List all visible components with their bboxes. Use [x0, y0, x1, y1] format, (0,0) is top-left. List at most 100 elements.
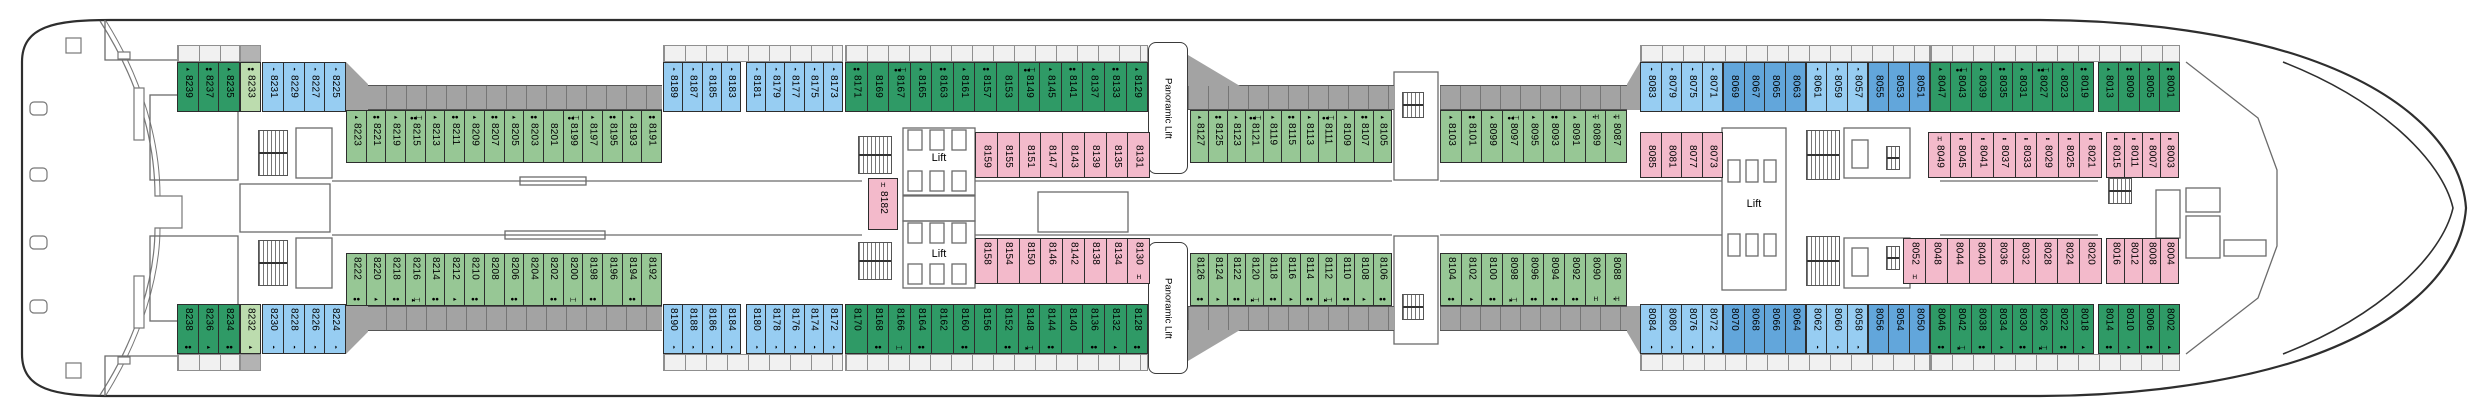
cabin-8031[interactable]: ▸8031: [2011, 63, 2032, 111]
cabin-8211[interactable]: ●●8211: [444, 111, 464, 162]
cabin-8121[interactable]: ●●⌶8121: [1244, 111, 1263, 162]
cabin-8151[interactable]: 8151: [1018, 133, 1041, 177]
cabin-8042[interactable]: 8042▸⌶: [1950, 305, 1970, 353]
cabin-8024[interactable]: 8024: [2057, 239, 2079, 283]
cabin-8128[interactable]: 8128●●: [1125, 305, 1148, 353]
cabin-8019[interactable]: ●●8019: [2072, 63, 2093, 111]
cabin-8059[interactable]: ◑8059: [1826, 63, 1846, 111]
cabin-8213[interactable]: ▸8213: [424, 111, 445, 162]
cabin-8098[interactable]: 8098▸⌶: [1502, 254, 1523, 305]
cabin-8073[interactable]: 8073: [1701, 133, 1723, 177]
cabin-8045[interactable]: ▪▪8045: [1949, 133, 1972, 177]
cabin-8114[interactable]: 8114●●: [1299, 254, 1318, 305]
cabin-8006[interactable]: 8006●●: [2138, 305, 2159, 353]
cabin-8007[interactable]: ▪▪8007: [2142, 133, 2160, 177]
cabin-8199[interactable]: ●●⌶8199: [562, 111, 583, 162]
cabin-8161[interactable]: ▸8161: [952, 63, 975, 111]
cabin-8084[interactable]: 8084◑: [1641, 305, 1661, 353]
cabin-8056[interactable]: 8056: [1869, 305, 1888, 353]
cabin-8239[interactable]: ▸8239: [178, 63, 198, 111]
cabin-8062[interactable]: 8062◑: [1807, 305, 1826, 353]
cabin-8103[interactable]: ▸8103: [1441, 111, 1461, 162]
cabin-8160[interactable]: 8160●●: [952, 305, 975, 353]
cabin-8229[interactable]: ◑8229: [282, 63, 304, 111]
cabin-8216[interactable]: 8216▸⌶: [405, 254, 425, 305]
cabin-8194[interactable]: 8194●●: [621, 254, 642, 305]
cabin-8214[interactable]: 8214●●: [424, 254, 445, 305]
cabin-8167[interactable]: ●●⌶8167: [888, 63, 910, 111]
cabin-8139[interactable]: 8139: [1083, 133, 1106, 177]
cabin-8051[interactable]: 8051: [1908, 63, 1929, 111]
cabin-8159[interactable]: 8159: [976, 133, 997, 177]
cabin-8035[interactable]: ●●8035: [1991, 63, 2011, 111]
cabin-8171[interactable]: ●●8171: [846, 63, 867, 111]
cabin-8184[interactable]: 8184◑: [720, 305, 740, 353]
cabin-8174[interactable]: 8174◑: [803, 305, 823, 353]
cabin-8104[interactable]: 8104●●: [1441, 254, 1461, 305]
cabin-8116[interactable]: 8116▸: [1281, 254, 1299, 305]
cabin-8076[interactable]: 8076◑: [1681, 305, 1702, 353]
cabin-8097[interactable]: ●●⌶8097: [1502, 111, 1523, 162]
cabin-8146[interactable]: 8146: [1040, 239, 1062, 283]
cabin-8190[interactable]: 8190◑: [664, 305, 682, 353]
cabin-8219[interactable]: ▸8219: [385, 111, 405, 162]
cabin-8206[interactable]: 8206●●: [503, 254, 524, 305]
cabin-8061[interactable]: ◑8061: [1807, 63, 1826, 111]
cabin-8127[interactable]: ▸8127: [1191, 111, 1208, 162]
cabin-8072[interactable]: 8072◑: [1701, 305, 1723, 353]
cabin-8011[interactable]: ▪▪8011: [2124, 133, 2142, 177]
cabin-8095[interactable]: ▸8095: [1522, 111, 1544, 162]
cabin-8147[interactable]: 8147: [1040, 133, 1062, 177]
cabin-8070[interactable]: 8070: [1724, 305, 1744, 353]
cabin-8144[interactable]: 8144●●: [1039, 305, 1061, 353]
cabin-8135[interactable]: 8135: [1105, 133, 1128, 177]
cabin-8122[interactable]: 8122●●: [1226, 254, 1245, 305]
cabin-8218[interactable]: 8218●●: [385, 254, 405, 305]
cabin-8001[interactable]: ●●8001: [2158, 63, 2179, 111]
cabin-8021[interactable]: ▪▪8021: [2079, 133, 2101, 177]
cabin-8228[interactable]: 8228◑: [282, 305, 304, 353]
cabin-8207[interactable]: ●●8207: [483, 111, 504, 162]
cabin-8079[interactable]: ◑8079: [1660, 63, 1682, 111]
cabin-8023[interactable]: ▸8023: [2052, 63, 2072, 111]
cabin-8044[interactable]: 8044: [1947, 239, 1969, 283]
cabin-8232[interactable]: 8232▸: [241, 305, 260, 353]
cabin-8064[interactable]: 8064: [1784, 305, 1806, 353]
cabin-8225[interactable]: ◑8225: [324, 63, 345, 111]
cabin-8191[interactable]: ●●8191: [641, 111, 661, 162]
cabin-8180[interactable]: 8180◑: [747, 305, 765, 353]
cabin-8227[interactable]: ◑8227: [303, 63, 325, 111]
cabin-8054[interactable]: 8054: [1888, 305, 1908, 353]
cabin-8004[interactable]: 8004: [2160, 239, 2178, 283]
cabin-8238[interactable]: 8238●●: [178, 305, 198, 353]
cabin-8136[interactable]: 8136●●: [1082, 305, 1104, 353]
cabin-8204[interactable]: 8204: [523, 254, 543, 305]
cabin-8164[interactable]: 8164●●: [909, 305, 932, 353]
cabin-8036[interactable]: 8036: [1991, 239, 2013, 283]
cabin-8177[interactable]: ◑8177: [784, 63, 803, 111]
cabin-8210[interactable]: 8210●●: [464, 254, 484, 305]
cabin-8176[interactable]: 8176◑: [784, 305, 803, 353]
cabin-8050[interactable]: 8050: [1908, 305, 1929, 353]
cabin-8173[interactable]: ◑8173: [822, 63, 842, 111]
cabin-8060[interactable]: 8060◑: [1826, 305, 1846, 353]
cabin-8113[interactable]: ▸8113: [1299, 111, 1318, 162]
cabin-8125[interactable]: ●●8125: [1208, 111, 1226, 162]
cabin-8230[interactable]: 8230◑: [263, 305, 283, 353]
cabin-8120[interactable]: 8120▸⌶: [1244, 254, 1263, 305]
cabin-8080[interactable]: 8080◑: [1660, 305, 1682, 353]
cabin-8157[interactable]: ●●8157: [974, 63, 996, 111]
cabin-8137[interactable]: ▸8137: [1082, 63, 1104, 111]
cabin-8115[interactable]: ●●8115: [1281, 111, 1299, 162]
cabin-8134[interactable]: 8134: [1105, 239, 1128, 283]
cabin-8236[interactable]: 8236▸: [197, 305, 219, 353]
cabin-8112[interactable]: 8112▸⌶: [1317, 254, 1336, 305]
cabin-8197[interactable]: ▸8197: [582, 111, 602, 162]
cabin-8037[interactable]: ▪▪8037: [1992, 133, 2015, 177]
cabin-8008[interactable]: 8008: [2142, 239, 2160, 283]
cabin-8105[interactable]: ▸8105: [1372, 111, 1391, 162]
cabin-8047[interactable]: ▸8047: [1931, 63, 1950, 111]
cabin-8010[interactable]: 8010▸: [2118, 305, 2138, 353]
